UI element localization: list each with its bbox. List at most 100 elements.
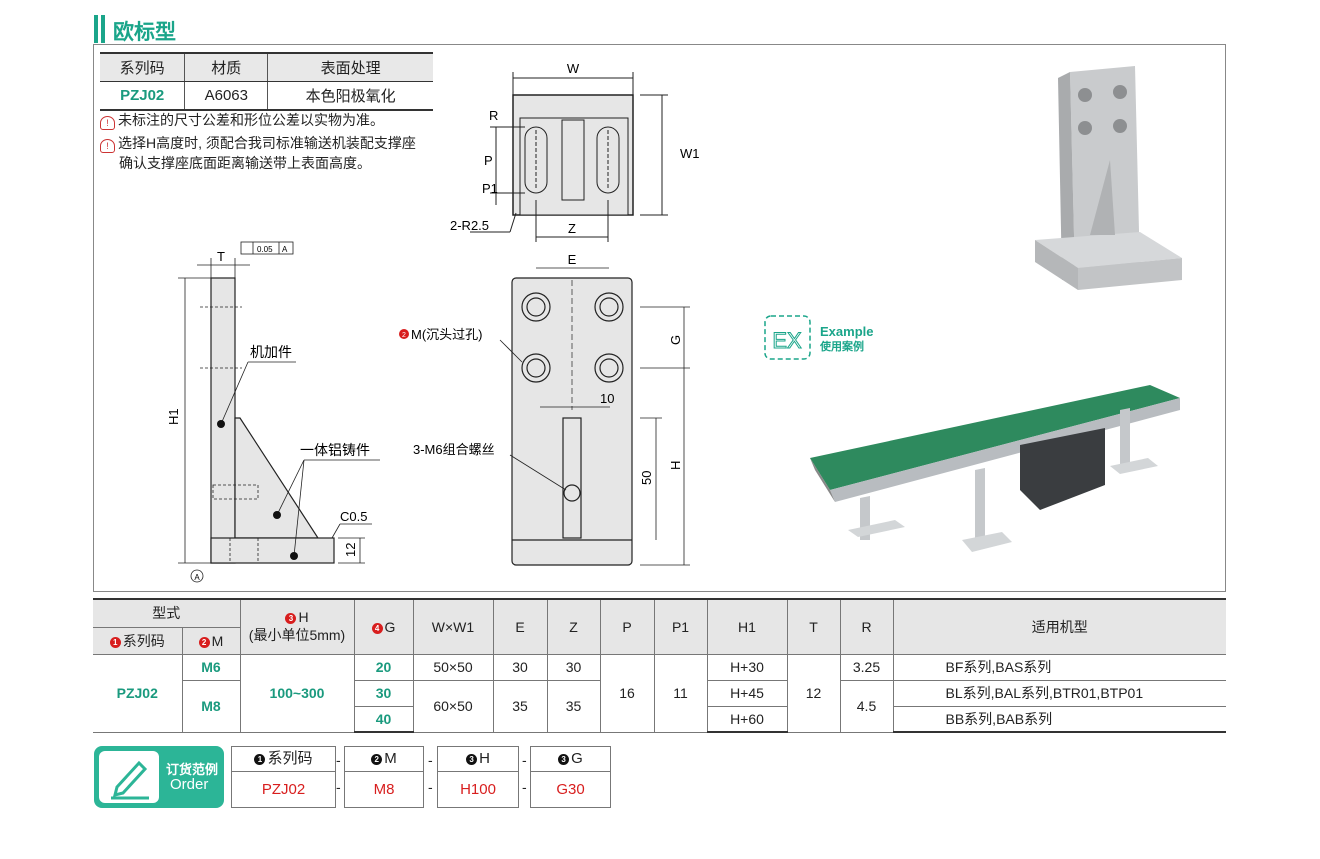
cell-model: BB系列,BAB系列 [892,705,1226,733]
top-view-drawing [470,72,668,242]
header-type: 型式 [93,598,241,628]
cell-series: PZJ02 [93,653,183,733]
cast-part-label: 一体铝铸件 [300,442,370,458]
table-row: 40 H+60 BB系列,BAB系列 [93,705,1226,733]
dim-e-label: E [568,252,577,267]
cell-ww1: 60×50 [412,679,494,733]
drawing-frame [93,44,1226,592]
cell-h1: H+45 [706,679,788,707]
cell-m: M6 [181,653,241,681]
dim-p1-label: P1 [482,181,498,196]
example-en-label: Example [820,324,873,339]
number-badge: 2 [402,332,406,339]
cell-p: 16 [599,653,655,733]
cell-model: BF系列,BAS系列 [892,653,1226,681]
separator: - [336,779,341,795]
order-en-label: Order [170,776,209,793]
cell-ww1: 50×50 [412,653,494,681]
note-text: 选择H高度时, 须配合我司标准输送机装配支撑座 [118,135,416,151]
cell-z: 35 [546,679,601,733]
header-model: 适用机型 [892,598,1226,655]
header-p: P [599,598,655,655]
header-ww1: W×W1 [412,598,494,655]
datum-ref: A [282,245,288,254]
spec-finish: 本色阳极氧化 [267,81,433,111]
cell-e: 35 [492,679,548,733]
header-t: T [786,598,841,655]
dim-h1-label: H1 [166,408,181,425]
cell-g: 20 [353,653,414,681]
order-badge: 订货范例 Order [94,746,224,808]
table-row: PZJ02 M6 100~300 20 50×50 30 30 16 11 H+… [93,653,1226,733]
note-text: 确认支撑座底面距离输送带上表面高度。 [119,155,371,171]
spec-material: A6063 [184,81,268,111]
title-bar-decoration [94,15,98,43]
example-cn-label: 使用案例 [819,339,864,353]
dim-w-label: W [567,61,580,76]
front-view-drawing [499,267,690,566]
cell-h1: H+30 [706,653,788,681]
spec-series: PZJ02 [100,81,185,111]
note-1: !未标注的尺寸公差和形位公差以实物为准。 [100,110,384,130]
datum-mark: A [194,573,200,582]
cell-z: 30 [546,653,601,681]
separator: - [428,779,433,795]
cell-h1: H+60 [706,705,788,733]
countersink-hole-label: M(沉头过孔) [411,327,483,342]
chamfer-label: C0.5 [340,509,367,524]
cell-h-range: 100~300 [239,653,355,733]
pencil-icon [99,751,159,803]
header-p1: P1 [653,598,708,655]
cell-t: 12 [786,653,841,733]
dim-12-label: 12 [343,543,358,557]
cell-g: 30 [353,679,414,707]
warning-icon: ! [100,116,115,130]
dim-r-label: R [489,108,498,123]
separator: - [336,752,341,768]
spec-header: 表面处理 [267,52,433,82]
header-h1: H1 [706,598,788,655]
note-text: 未标注的尺寸公差和形位公差以实物为准。 [118,112,384,128]
example-badge: EX Example 使用案例 [764,315,873,360]
cell-m: M8 [182,679,241,733]
cell-r: 4.5 [839,679,894,733]
spec-header: 系列码 [100,52,185,82]
dim-50-label: 50 [639,471,654,485]
dim-z-label: Z [568,221,576,236]
header-r: R [839,598,894,655]
dim-g-label: G [668,335,683,345]
spec-header: 材质 [184,52,268,82]
separator: - [522,752,527,768]
technical-drawings: W W1 R P P1 2-R2.5 Z [166,61,1182,583]
dim-t-label: T [217,249,225,264]
order-cn-label: 订货范例 [166,762,219,777]
separator: - [428,752,433,768]
cell-model: BL系列,BAL系列,BTR01,BTP01 [892,679,1226,707]
cell-g: 40 [354,705,414,733]
conveyor-photo [810,385,1180,552]
dim-p-label: P [484,153,493,168]
cell-e: 30 [492,653,548,681]
separator: - [522,779,527,795]
header-e: E [492,598,548,655]
cell-p1: 11 [653,653,708,733]
spec-table: 系列码 材质 表面处理 PZJ02 A6063 本色阳极氧化 [100,52,433,111]
page-title: 欧标型 [113,21,176,44]
dim-10-label: 10 [600,391,614,406]
screw-label: 3-M6组合螺丝 [413,442,495,457]
header-z: Z [546,598,601,655]
note-2: !选择H高度时, 须配合我司标准输送机装配支撑座确认支撑座底面距离输送带上表面高… [100,133,416,173]
machined-part-label: 机加件 [250,344,292,360]
dim-h-label: H [668,461,683,470]
product-photo [1035,66,1182,290]
cell-r: 3.25 [839,653,894,681]
side-view-drawing [178,241,380,583]
